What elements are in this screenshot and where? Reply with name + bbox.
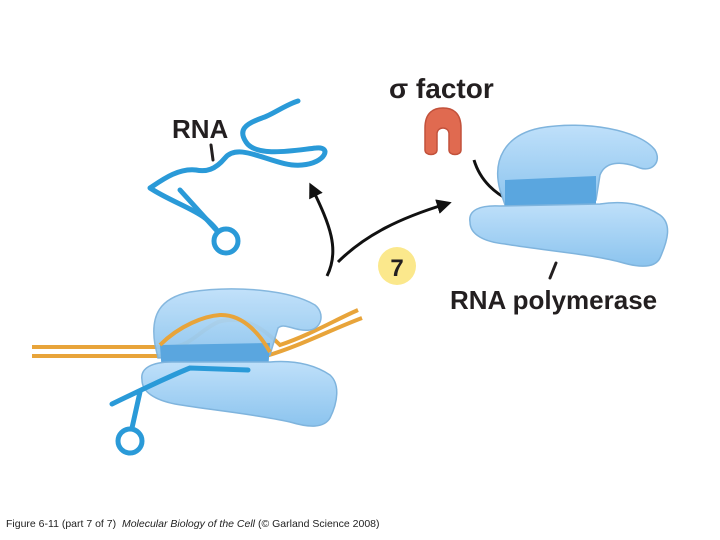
polymerase-label-pointer <box>548 261 558 280</box>
step-badge: 7 <box>378 247 416 285</box>
dna-template-strand <box>158 312 272 353</box>
rna-hairpin-loop <box>211 226 241 256</box>
caption-book: Molecular Biology of the Cell <box>121 518 256 530</box>
rna-label: RNA <box>172 114 229 144</box>
figure-caption: Figure 6-11 (part 7 of 7) Molecular Biol… <box>6 518 380 530</box>
free-rna-polymerase <box>469 124 669 267</box>
rna-label-pointer <box>209 143 215 162</box>
bound-rna-polymerase <box>141 288 338 427</box>
caption-figure: Figure 6-11 (part 7 of 7) <box>6 518 117 530</box>
sigma-factor-shape <box>424 107 462 156</box>
rna-polymerase-label: RNA polymerase <box>450 285 657 315</box>
released-rna <box>147 98 328 256</box>
caption-credit: (© Garland Science 2008) <box>257 518 380 530</box>
sigma-factor-label: σ factor <box>389 73 494 104</box>
nascent-rna <box>109 365 251 456</box>
nascent-rna-hairpin-loop <box>115 426 145 456</box>
step-number: 7 <box>390 255 403 282</box>
